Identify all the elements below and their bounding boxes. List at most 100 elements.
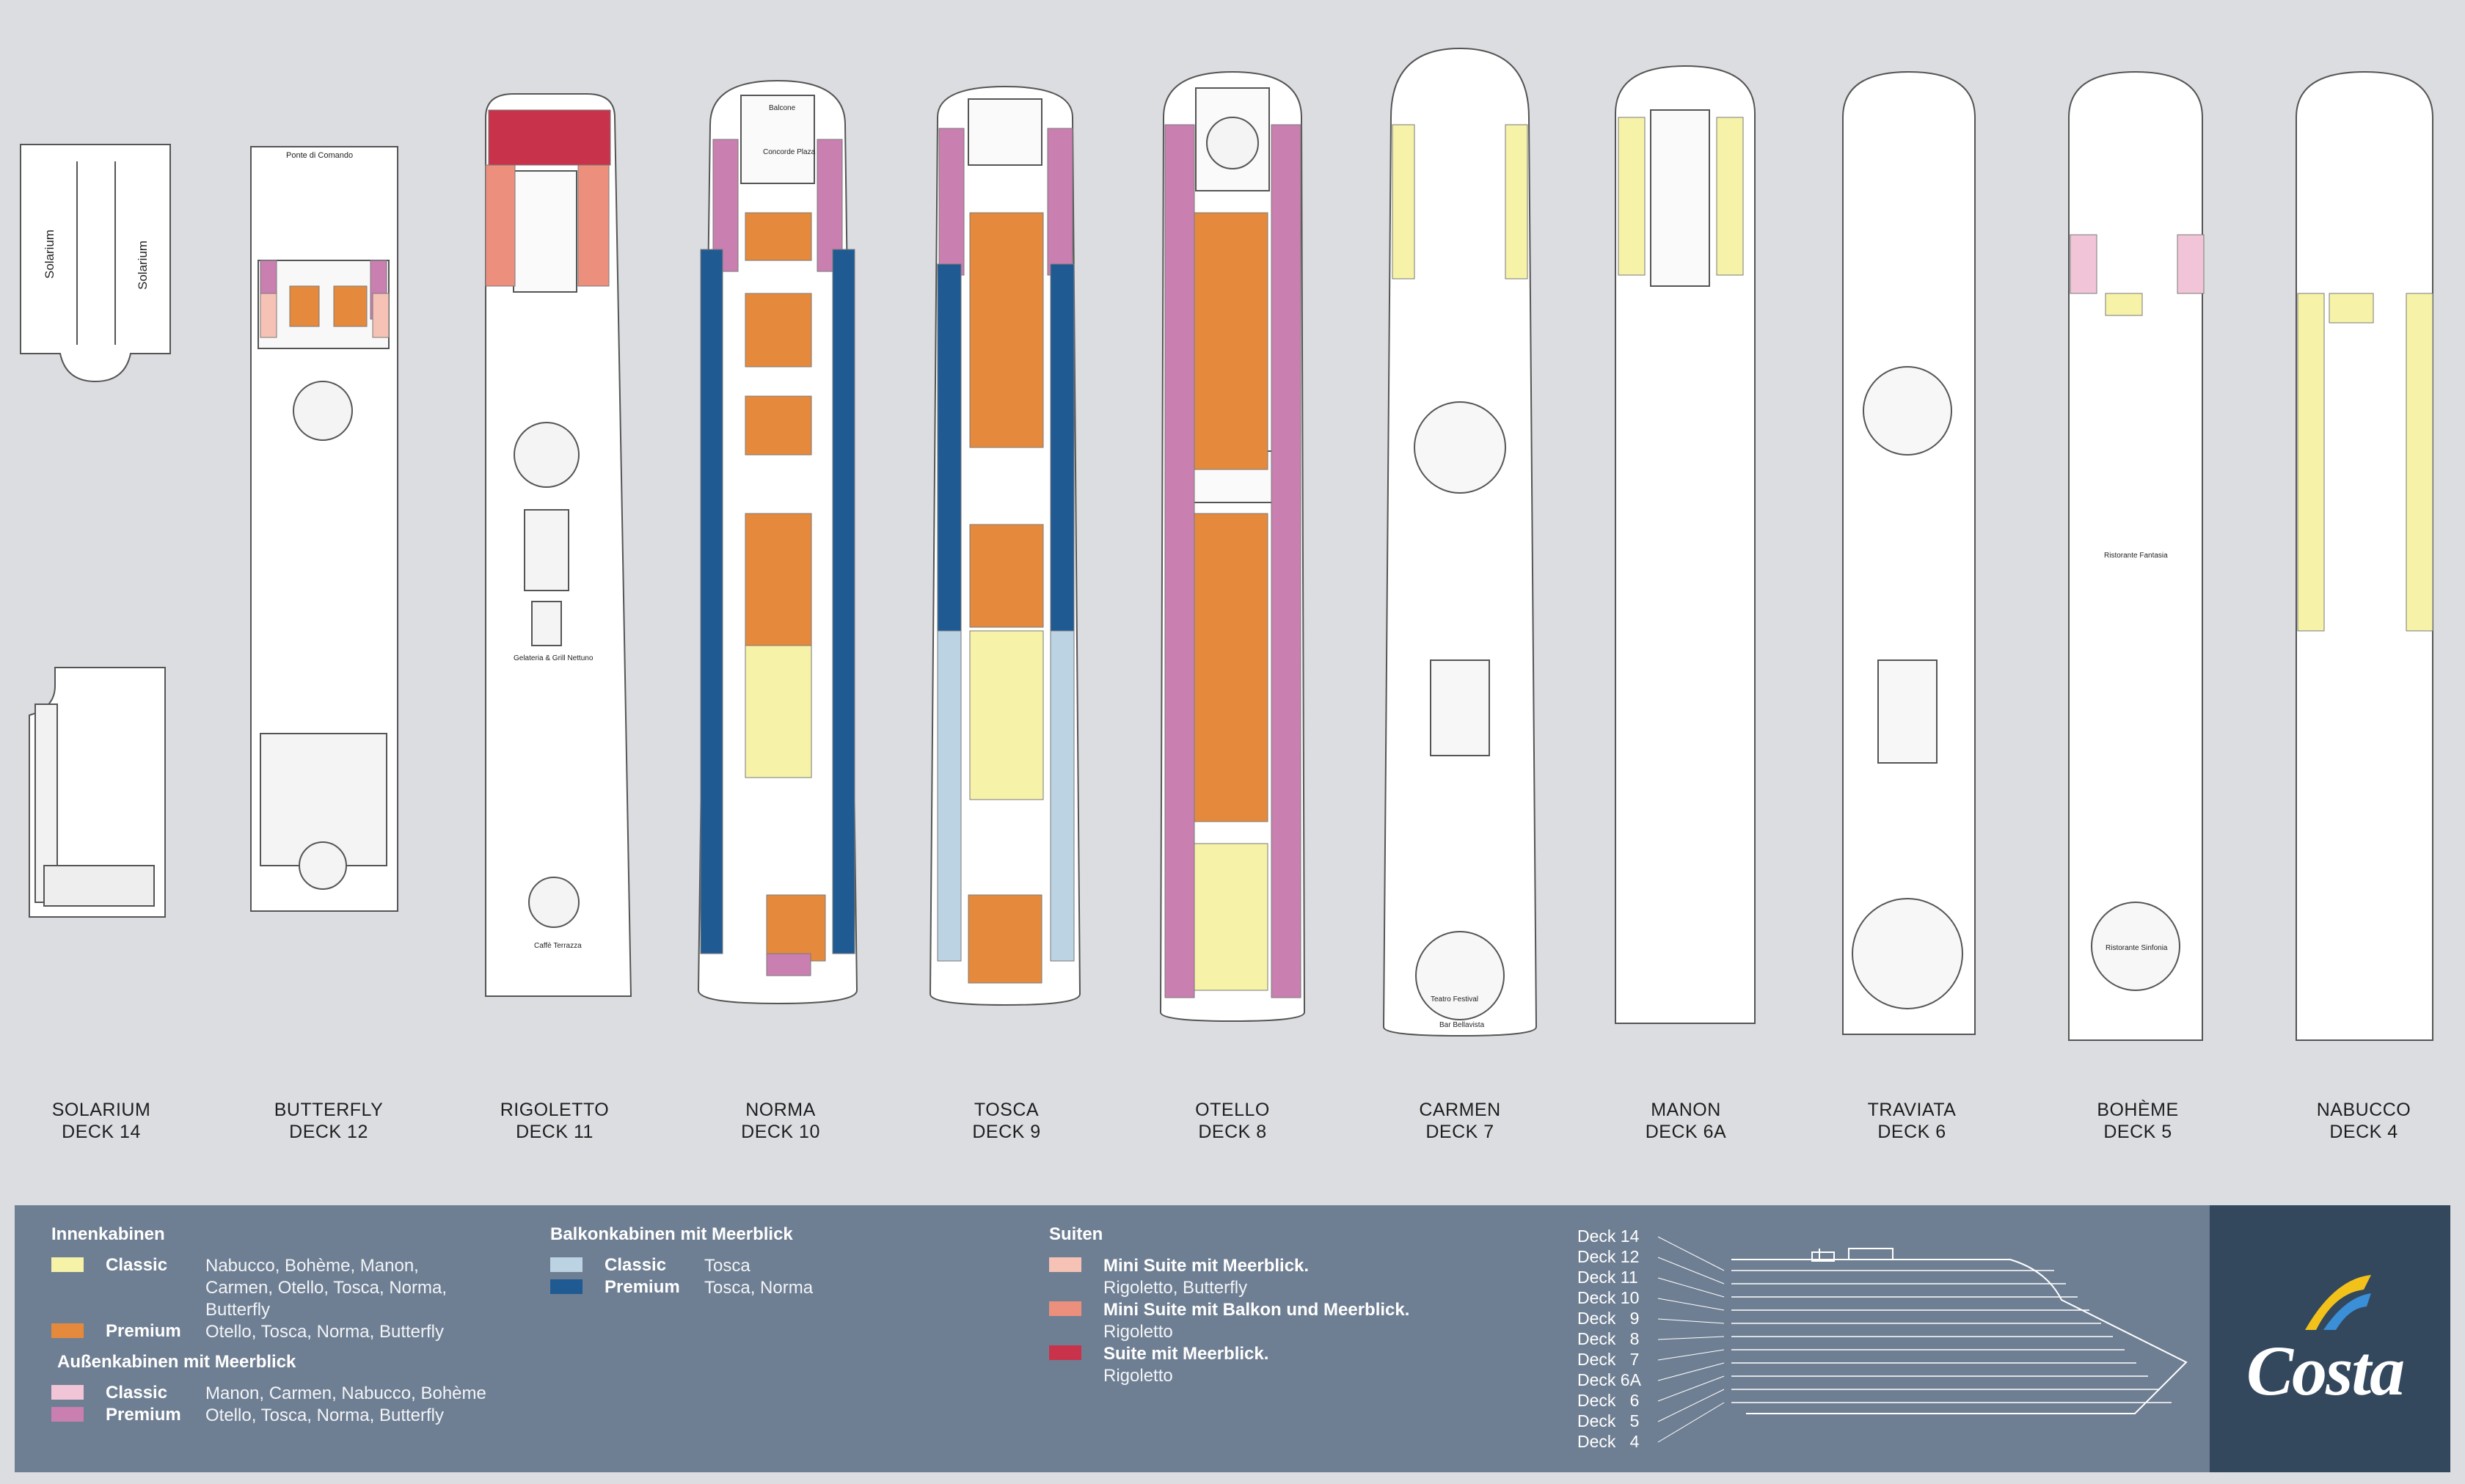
rigoletto-suites (488, 109, 611, 166)
profile-label-11: Deck 11 (1577, 1268, 1638, 1287)
profile-leader-line (1657, 1336, 1725, 1340)
tosca-balcony-classic-right (1050, 630, 1075, 962)
balkon-premium-label: Premium (605, 1277, 680, 1297)
profile-leader-line (1657, 1349, 1725, 1361)
norma-aft-inner (766, 894, 826, 962)
swatch-suite-mini (1049, 1257, 1081, 1272)
butterfly-inner-left (289, 285, 320, 327)
costa-logo-panel: Costa (2210, 1205, 2450, 1472)
swatch-aussen-premium (51, 1407, 84, 1422)
deck-6a-plan[interactable] (1615, 65, 1756, 1024)
innen-premium-value: Otello, Tosca, Norma, Butterfly (205, 1322, 445, 1342)
deck-5-plan[interactable]: Ristorante Fantasia Ristorante Sinfonia (2068, 70, 2203, 1041)
nabucco-inner (2329, 293, 2374, 324)
balkon-premium-value: Tosca, Norma (704, 1278, 814, 1298)
tosca-front-left (938, 128, 965, 276)
tosca-inner-classic (969, 630, 1044, 800)
profile-label-4: Deck 4 (1577, 1432, 1640, 1451)
gelateria-label: Gelateria & Grill Nettuno (514, 654, 594, 662)
norma-inner-2 (745, 293, 812, 368)
profile-leader-line (1657, 1277, 1725, 1298)
swatch-innen-classic (51, 1257, 84, 1272)
norma-inner-4 (745, 513, 812, 646)
tosca-front-right (1047, 128, 1073, 276)
profile-label-5: Deck 5 (1577, 1411, 1640, 1430)
deck-14-plan[interactable]: Solarium Solarium (20, 144, 171, 918)
norma-inner-3 (745, 395, 812, 456)
suite-row-3: Suite mit Meerblick. Rigoletto (1049, 1343, 1268, 1387)
caffe-label: Caffè Terrazza (534, 942, 582, 950)
norma-balcony-left (700, 249, 723, 954)
otello-outer-right (1271, 124, 1301, 998)
carmen-front-left (1392, 124, 1415, 279)
manon-right (1716, 117, 1744, 276)
bar-bellavista-label: Bar Bellavista (1439, 1021, 1485, 1029)
tosca-balcony-classic-left (937, 630, 962, 962)
profile-label-14: Deck 14 (1577, 1227, 1640, 1246)
suite-3-name: Suite mit Meerblick. (1103, 1344, 1269, 1364)
butterfly-suite-left (260, 293, 277, 338)
swatch-suite (1049, 1345, 1081, 1360)
cabin-fills (260, 109, 2433, 998)
concorde-plaza-label: Concorde Plaza (763, 148, 816, 156)
tosca-inner-2 (969, 524, 1044, 628)
costa-logo-text: Costa (2246, 1331, 2405, 1410)
profile-label-6: Deck 6 (1577, 1391, 1640, 1410)
swatch-suite-mini-balkon (1049, 1301, 1081, 1316)
aussen-classic-value: Manon, Carmen, Nabucco, Bohème (205, 1384, 486, 1403)
aussen-title: Außenkabinen mit Meerblick (57, 1352, 296, 1372)
tosca-balcony-left (937, 263, 962, 632)
swatch-balkon-premium (550, 1279, 583, 1294)
suiten-title: Suiten (1049, 1224, 1103, 1244)
nabucco-right (2406, 293, 2433, 632)
boheme-outer-right (2177, 234, 2205, 294)
profile-leader-line (1657, 1298, 1725, 1311)
balkon-title: Balkonkabinen mit Meerblick (550, 1224, 793, 1244)
deck-11-plan[interactable]: Gelateria & Grill Nettuno Caffè Terrazza (485, 93, 632, 997)
aussen-premium-row: Premium Otello, Tosca, Norma, Butterfly (51, 1405, 444, 1427)
balkon-classic-label: Classic (605, 1255, 667, 1275)
swatch-aussen-classic (51, 1385, 84, 1400)
boheme-outer-left (2070, 234, 2097, 294)
tosca-aft-inner (968, 894, 1042, 984)
suite-1-value: Rigoletto, Butterfly (1103, 1278, 1248, 1298)
tosca-balcony-right (1050, 263, 1075, 632)
ship-profile: Deck 14 Deck 12 Deck 11 Deck 10 Deck 9 D… (1577, 1227, 2201, 1469)
rigoletto-balcony-left (485, 164, 516, 287)
norma-inner-classic (745, 645, 812, 778)
innen-title: Innenkabinen (51, 1224, 165, 1244)
deck-6-plan[interactable] (1842, 70, 1976, 1035)
innen-classic-value: Nabucco, Bohème, Manon, Carmen, Otello, … (205, 1256, 448, 1320)
profile-leader-line (1657, 1257, 1725, 1284)
balkon-premium-row: Premium Tosca, Norma (550, 1277, 813, 1299)
profile-label-8: Deck 8 (1577, 1329, 1640, 1348)
manon-left (1618, 117, 1646, 276)
norma-inner-1 (745, 212, 812, 261)
balkon-classic-value: Tosca (704, 1256, 751, 1276)
deck-7-plan[interactable]: Teatro Festival Bar Bellavista (1382, 47, 1538, 1037)
swatch-balkon-classic (550, 1257, 583, 1272)
tosca-inner-1 (969, 212, 1044, 448)
aussen-premium-label: Premium (106, 1405, 181, 1425)
otello-inner-classic (1194, 843, 1268, 991)
otello-outer-left (1164, 124, 1195, 998)
ship-profile-drawing (1657, 1236, 2188, 1443)
carmen-front-right (1505, 124, 1528, 279)
profile-label-12: Deck 12 (1577, 1247, 1640, 1266)
innen-classic-label: Classic (106, 1255, 168, 1275)
profile-leader-line (1657, 1318, 1725, 1324)
balkon-classic-row: Classic Tosca (550, 1255, 751, 1277)
balcone-label: Balcone (769, 104, 796, 112)
teatro-label: Teatro Festival (1431, 995, 1478, 1004)
nabucco-left (2297, 293, 2325, 632)
